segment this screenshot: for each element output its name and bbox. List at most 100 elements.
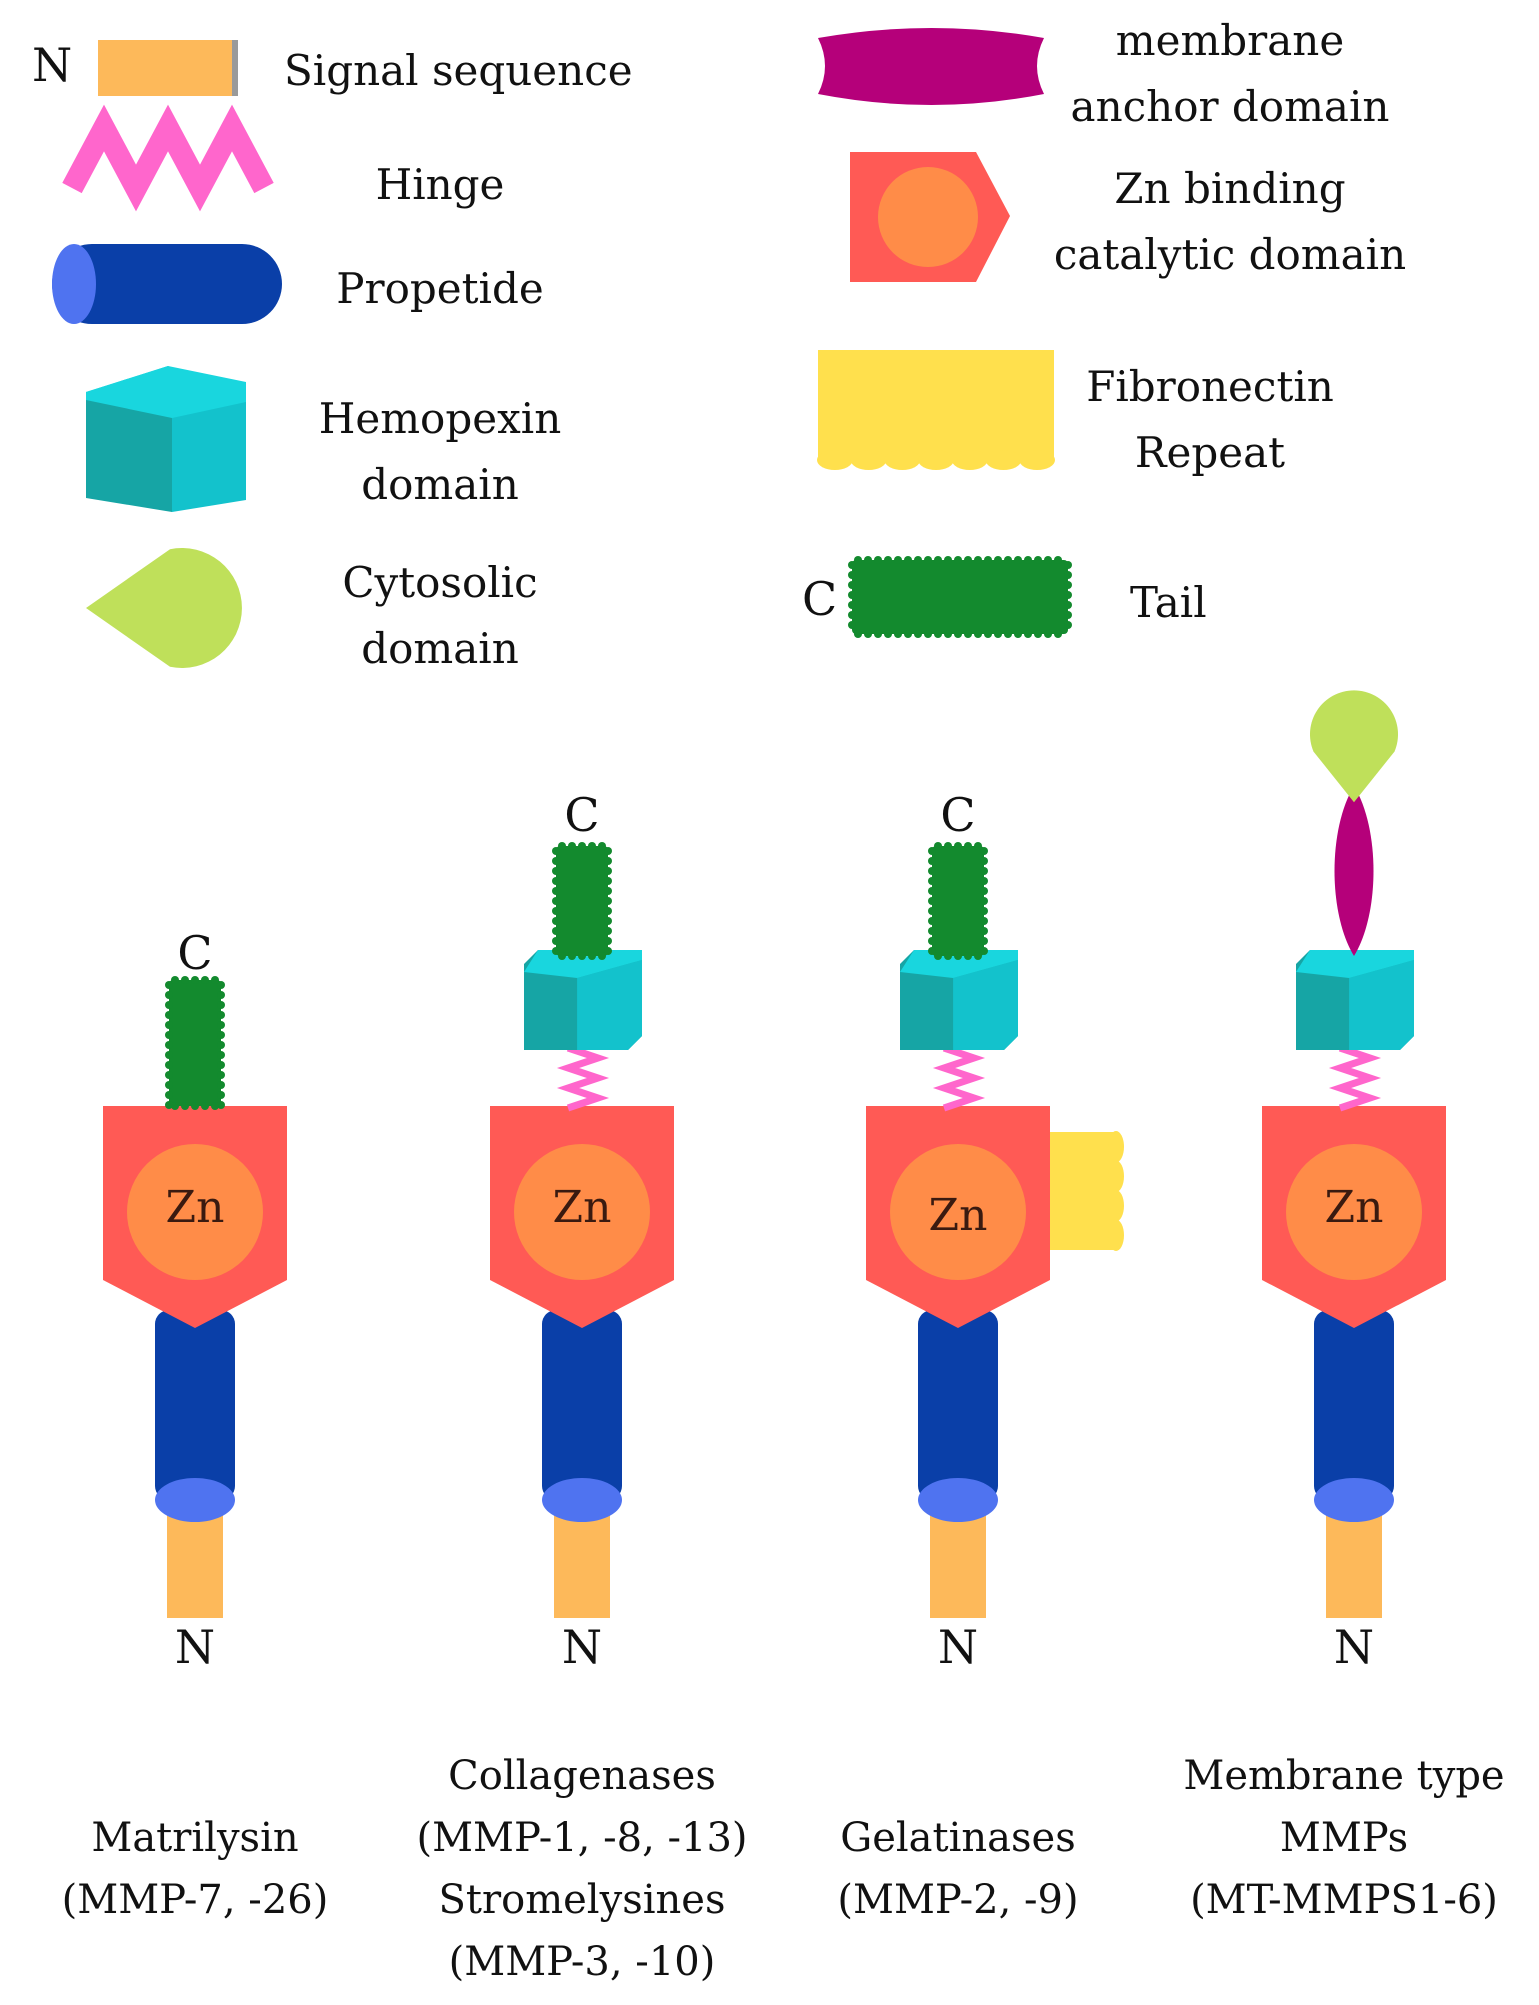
legend-tail-shape-bump xyxy=(864,556,872,564)
matrilysin-tail-bump xyxy=(165,991,173,999)
legend-fibronectin-shape-scallop xyxy=(1019,450,1055,470)
matrilysin-tail-bump xyxy=(171,976,179,984)
collagenases-tail-bump xyxy=(604,937,612,945)
collagenases-tail-bump xyxy=(552,917,560,925)
legend-tail-shape-bump xyxy=(1034,630,1042,638)
legend-tail-shape-bump xyxy=(1024,556,1032,564)
collagenases-propeptide-body xyxy=(542,1310,622,1500)
legend-tail-shape-bump xyxy=(1004,556,1012,564)
matrilysin-tail-bump xyxy=(165,1061,173,1069)
matrilysin-tail-bump xyxy=(217,1091,225,1099)
membrane-type-propeptide-face xyxy=(1314,1478,1394,1522)
collagenases-tail xyxy=(552,842,612,960)
matrilysin-tail-bump xyxy=(181,976,189,984)
collagenases-tail-bump xyxy=(598,952,606,960)
collagenases-n-label: N xyxy=(561,1620,603,1674)
gelatinases-tail xyxy=(928,842,988,960)
legend-tail-shape-bump xyxy=(848,601,856,609)
gelatinases-hemopexin-top xyxy=(900,950,1018,978)
gelatinases-tail-bump xyxy=(964,842,972,850)
legend-tail-shape-bump xyxy=(1014,630,1022,638)
matrilysin-caption-line2: (MMP-7, -26) xyxy=(61,1877,329,1923)
collagenases-hemopexin xyxy=(524,950,642,1050)
gelatinases-tail-bump xyxy=(928,947,936,955)
collagenases-caption-line3: Stromelysines xyxy=(438,1877,726,1923)
legend-tail-shape-bump xyxy=(994,630,1002,638)
legend-tail-shape-bump xyxy=(904,556,912,564)
collagenases-tail-bump xyxy=(552,897,560,905)
gelatinases-propeptide xyxy=(918,1310,998,1522)
membrane-type-propeptide xyxy=(1314,1310,1394,1522)
gelatinases-propeptide-body xyxy=(918,1310,998,1500)
legend-cytosolic-line2: domain xyxy=(361,624,519,673)
gelatinases-tail-bump xyxy=(974,952,982,960)
collagenases-tail-bump xyxy=(552,857,560,865)
gelatinases-tail-bump xyxy=(928,897,936,905)
matrilysin-n-label: N xyxy=(174,1620,216,1674)
legend-tail-shape-bump xyxy=(1024,630,1032,638)
matrilysin-tail-bump xyxy=(217,1051,225,1059)
legend-fibronectin-shape-scallop xyxy=(817,450,853,470)
legend-tail-shape-bump xyxy=(1064,611,1072,619)
collagenases-tail-bump xyxy=(552,947,560,955)
collagenases-tail-bump xyxy=(604,887,612,895)
structure-shapes xyxy=(103,690,1446,1618)
membrane-type-structure xyxy=(1262,690,1446,1618)
legend-tail-c-label: C xyxy=(802,572,838,626)
legend-hinge-label: Hinge xyxy=(375,160,505,209)
gelatinases-caption-line1: Gelatinases xyxy=(840,1815,1076,1861)
legend-tail-shape-bump xyxy=(848,611,856,619)
legend-fibronectin-line2: Repeat xyxy=(1134,428,1286,477)
collagenases-c-label: C xyxy=(564,788,600,842)
legend-hemopexin-shape xyxy=(86,366,246,512)
legend-propeptide-shape xyxy=(52,244,282,324)
membrane-type-hemopexin-top xyxy=(1296,950,1414,978)
gelatinases-tail-bump xyxy=(964,952,972,960)
legend-fibronectin-shape-scallop xyxy=(918,450,954,470)
gelatinases-tail-bump xyxy=(928,857,936,865)
matrilysin-propeptide-face xyxy=(155,1478,235,1522)
legend-membrane-anchor-line2: anchor domain xyxy=(1070,82,1390,131)
gelatinases-tail-bump xyxy=(944,952,952,960)
collagenases-tail-bump xyxy=(588,952,596,960)
matrilysin-tail-bump xyxy=(165,1011,173,1019)
matrilysin-tail-bump xyxy=(165,1021,173,1029)
collagenases-tail-bump xyxy=(604,857,612,865)
legend-propeptide-body xyxy=(52,244,282,324)
collagenases-tail-bump xyxy=(604,847,612,855)
collagenases-hemopexin-side xyxy=(577,960,642,1050)
matrilysin-c-label: C xyxy=(177,926,213,980)
matrilysin-structure xyxy=(103,976,287,1618)
legend-tail-shape-bump xyxy=(1054,630,1062,638)
gelatinases-fibronectin-scallop xyxy=(1108,1160,1124,1192)
collagenases-tail-bump xyxy=(604,917,612,925)
legend-tail-shape-bump xyxy=(904,630,912,638)
matrilysin-tail-bump xyxy=(165,1001,173,1009)
membrane-type-caption-line3: (MT-MMPS1-6) xyxy=(1190,1877,1498,1923)
membrane-type-n-label: N xyxy=(1333,1620,1375,1674)
legend-propeptide-label: Propetide xyxy=(336,264,544,313)
legend-tail-shape-body xyxy=(852,560,1068,634)
legend-tail-shape-bump xyxy=(924,630,932,638)
gelatinases-tail-bump xyxy=(954,952,962,960)
legend-tail-shape-bump xyxy=(1044,556,1052,564)
legend-tail-shape-bump xyxy=(1064,571,1072,579)
legend-tail-shape xyxy=(848,556,1072,638)
matrilysin-tail-bump xyxy=(217,1031,225,1039)
legend-tail-shape-bump xyxy=(884,556,892,564)
legend-fibronectin-shape xyxy=(817,350,1055,470)
collagenases-tail-bump xyxy=(552,847,560,855)
gelatinases-tail-bump xyxy=(934,842,942,850)
membrane-type-hinge-zigzag xyxy=(1328,1044,1382,1112)
legend-tail-shape-bump xyxy=(944,630,952,638)
gelatinases-hemopexin xyxy=(900,950,1018,1050)
matrilysin-tail-bump xyxy=(165,1101,173,1109)
matrilysin-tail-bump xyxy=(191,1102,199,1110)
legend-fibronectin-shape-scallop xyxy=(951,450,988,470)
matrilysin-tail-bump xyxy=(217,1101,225,1109)
membrane-type-catalytic-domain xyxy=(1262,1106,1446,1328)
legend-membrane-anchor-body xyxy=(818,28,1044,105)
legend-tail-shape-bump xyxy=(874,630,882,638)
collagenases-tail-bump xyxy=(552,927,560,935)
